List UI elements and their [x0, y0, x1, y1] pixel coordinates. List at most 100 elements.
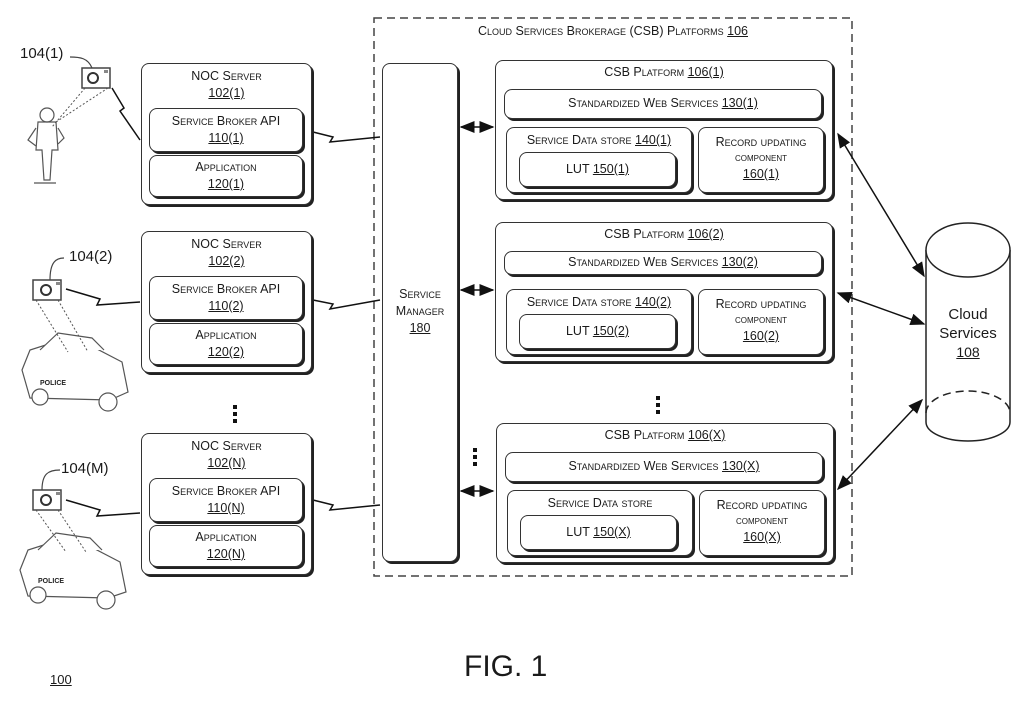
app-ref: 120(1) — [207, 177, 245, 191]
device-label-3: 104(M) — [61, 460, 109, 477]
web-ref: 130(1) — [721, 96, 758, 110]
service-broker-api: Service Broker API 110(2) — [149, 276, 303, 320]
rec-line2: component — [736, 515, 788, 527]
csb-platform-2: CSB Platform 106(2) Standardized Web Ser… — [495, 222, 833, 362]
lut-label: LUT — [565, 162, 590, 176]
ellipsis-sm-links — [473, 448, 477, 469]
camera-icon-2 — [32, 257, 89, 353]
record-updating-component: Record updating component 160(2) — [698, 289, 824, 355]
store-ref: 140(2) — [635, 295, 672, 309]
service-broker-api: Service Broker API 110(N) — [149, 478, 303, 522]
police-car-2: POLICE — [19, 532, 127, 610]
sm-ref: 180 — [409, 321, 431, 335]
store-ref: 140(1) — [635, 133, 672, 147]
app-label: Application — [195, 328, 257, 342]
lut: LUT 150(1) — [519, 152, 676, 187]
figure-ref: 100 — [50, 672, 72, 687]
web-ref: 130(X) — [722, 459, 760, 473]
csb-title: Cloud Services Brokerage (CSB) Platforms… — [374, 24, 852, 38]
ellipsis-noc — [233, 405, 237, 426]
record-updating-component: Record updating component 160(1) — [698, 127, 824, 193]
wireless-link-3 — [65, 499, 141, 517]
noc-server-1: NOC Server 102(1) Service Broker API 110… — [141, 63, 312, 205]
figure-title: FIG. 1 — [464, 650, 548, 683]
lut: LUT 150(X) — [520, 515, 677, 550]
web-ref: 130(2) — [721, 255, 758, 269]
service-manager: Service Manager 180 — [382, 63, 458, 562]
application: Application 120(2) — [149, 323, 303, 365]
standardized-web-services: Standardized Web Services 130(X) — [505, 452, 823, 482]
cloud-line2: Services — [939, 325, 997, 342]
noc-link-2 — [312, 299, 381, 311]
rec-ref: 160(X) — [743, 530, 781, 544]
noc-title: NOC Server — [191, 439, 262, 453]
rec-line1: Record updating — [716, 498, 808, 512]
lut-ref: 150(X) — [593, 525, 631, 539]
ellipsis-platforms — [656, 396, 660, 417]
web-label: Standardized Web Services — [568, 255, 719, 269]
noc-server-2: NOC Server 102(2) Service Broker API 110… — [141, 231, 312, 373]
platform-title: CSB Platform — [604, 227, 685, 241]
store-label: Service Data store — [526, 133, 632, 147]
platform-cloud-arrow-1 — [837, 132, 925, 278]
csb-ref: 106 — [727, 24, 748, 38]
platform-title: CSB Platform — [604, 428, 685, 442]
noc-server-n: NOC Server 102(N) Service Broker API 110… — [141, 433, 312, 575]
police-car-1: POLICE — [21, 332, 129, 412]
platform-title: CSB Platform — [604, 65, 685, 79]
application: Application 120(1) — [149, 155, 303, 197]
api-ref: 110(2) — [208, 299, 244, 313]
platform-ref: 106(2) — [687, 227, 724, 241]
service-data-store: Service Data store 140(1) LUT 150(1) — [506, 127, 692, 193]
web-label: Standardized Web Services — [568, 96, 719, 110]
record-updating-component: Record updating component 160(X) — [699, 490, 825, 556]
rec-ref: 160(2) — [742, 329, 780, 343]
api-label: Service Broker API — [171, 484, 281, 498]
csb-title-text: Cloud Services Brokerage (CSB) Platforms — [477, 24, 724, 38]
device-label-2: 104(2) — [69, 248, 113, 265]
svg-text:POLICE: POLICE — [38, 578, 64, 585]
lut-ref: 150(1) — [592, 162, 629, 176]
noc-ref: 102(2) — [208, 254, 245, 268]
csb-platform-x: CSB Platform 106(X) Standardized Web Ser… — [496, 423, 834, 563]
wireless-link-1 — [111, 87, 141, 141]
service-data-store: Service Data store 140(2) LUT 150(2) — [506, 289, 692, 355]
app-ref: 120(N) — [206, 547, 246, 561]
application: Application 120(N) — [149, 525, 303, 567]
sm-line2: Manager — [395, 304, 445, 318]
api-ref: 110(1) — [208, 131, 244, 145]
cloud-services-label: Cloud Services 108 — [926, 305, 1010, 362]
camera-icon-3 — [32, 469, 87, 553]
platform-ref: 106(X) — [687, 428, 726, 442]
rec-line2: component — [735, 314, 787, 326]
noc-link-3 — [312, 499, 381, 511]
cloud-ref: 108 — [956, 344, 980, 360]
cloud-line1: Cloud — [948, 306, 988, 323]
standardized-web-services: Standardized Web Services 130(1) — [504, 89, 822, 119]
service-broker-api: Service Broker API 110(1) — [149, 108, 303, 152]
noc-title: NOC Server — [191, 237, 262, 251]
app-label: Application — [195, 160, 257, 174]
lut-ref: 150(2) — [592, 324, 629, 338]
standardized-web-services: Standardized Web Services 130(2) — [504, 251, 822, 275]
service-data-store: Service Data store LUT 150(X) — [507, 490, 693, 556]
noc-ref: 102(1) — [208, 86, 245, 100]
wireless-link-2 — [65, 288, 141, 306]
svg-text:POLICE: POLICE — [40, 380, 66, 387]
noc-title: NOC Server — [191, 69, 262, 83]
api-label: Service Broker API — [171, 282, 281, 296]
rec-line1: Record updating — [715, 135, 807, 149]
api-label: Service Broker API — [171, 114, 281, 128]
web-label: Standardized Web Services — [568, 459, 719, 473]
camera-icon-1 — [51, 56, 111, 128]
platform-cloud-arrow-2 — [836, 291, 926, 326]
platform-ref: 106(1) — [687, 65, 724, 79]
rec-line2: component — [735, 152, 787, 164]
platform-cloud-arrow-3 — [836, 398, 924, 491]
api-ref: 110(N) — [207, 501, 245, 515]
lut: LUT 150(2) — [519, 314, 676, 349]
rec-ref: 160(1) — [742, 167, 780, 181]
store-label: Service Data store — [526, 295, 632, 309]
csb-platform-1: CSB Platform 106(1) Standardized Web Ser… — [495, 60, 833, 200]
rec-line1: Record updating — [715, 297, 807, 311]
